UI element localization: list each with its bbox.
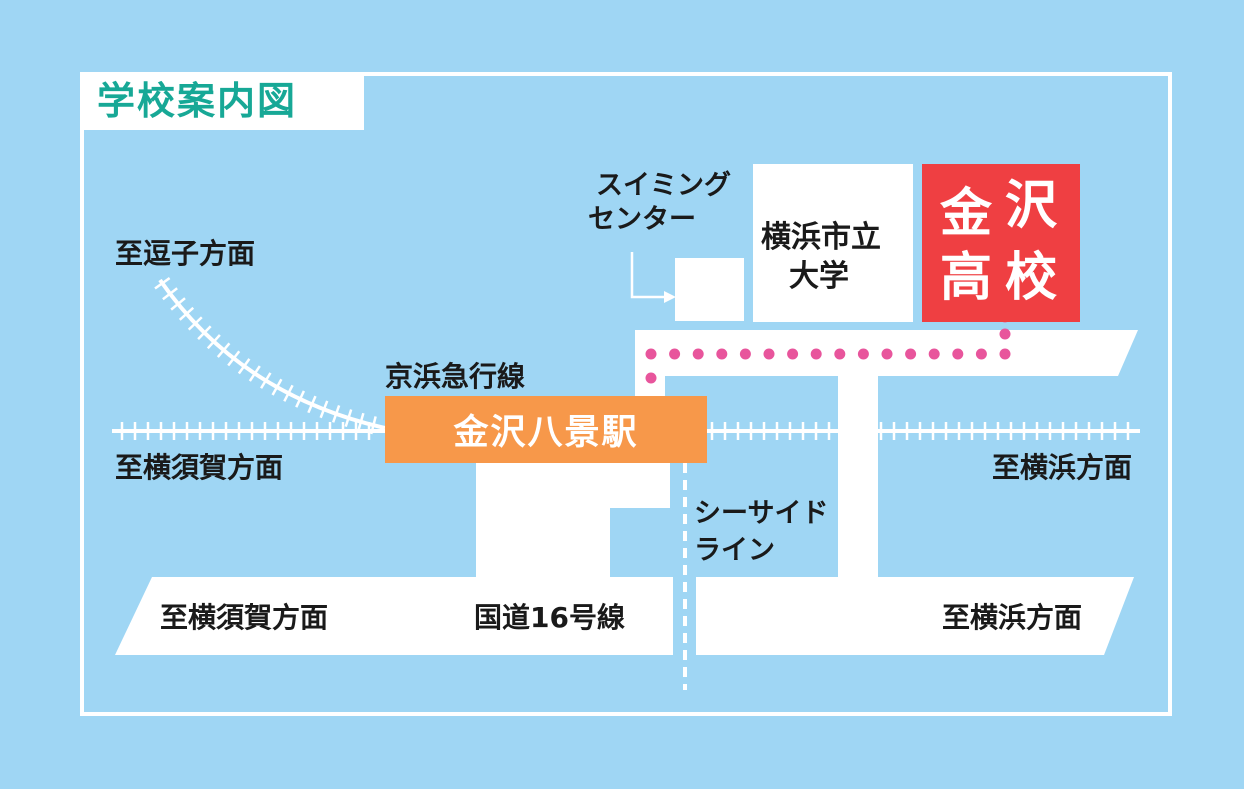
rail-tie xyxy=(370,416,377,435)
rail-tie xyxy=(178,306,195,321)
map-title: 学校案内図 xyxy=(97,79,298,123)
route-dot xyxy=(881,348,893,360)
school-name-char-2: 沢 xyxy=(1005,176,1058,236)
route-dot xyxy=(645,348,657,360)
rail-tie xyxy=(237,358,251,375)
rail-tie xyxy=(260,372,272,389)
swimming-center-label-line1: スイミング xyxy=(596,170,731,201)
route-dot xyxy=(834,348,846,360)
direction-yokosuka-rail-label: 至横須賀方面 xyxy=(115,451,284,484)
route16-road-left xyxy=(115,577,673,655)
kanazawa-hakkei-station-label: 金沢八景駅 xyxy=(453,413,639,453)
rail-tie xyxy=(307,395,317,414)
direction-yokosuka-road-label: 至横須賀方面 xyxy=(160,601,329,634)
keikyu-line-label: 京浜急行線 xyxy=(385,360,526,393)
route-dot xyxy=(999,348,1011,360)
route-dot xyxy=(975,348,987,360)
university-building xyxy=(753,164,913,322)
rail-tie xyxy=(295,390,306,408)
direction-yokohama-road-label: 至横浜方面 xyxy=(942,601,1083,634)
seaside-line-label-line1: シーサイド xyxy=(694,498,829,529)
school-name-char-3: 高 xyxy=(940,248,993,308)
map-frame xyxy=(80,72,1172,716)
swimming-center-building xyxy=(675,258,744,321)
rail-tie xyxy=(206,334,221,350)
route-dot xyxy=(857,348,869,360)
rail-tie xyxy=(227,350,241,367)
route-dot xyxy=(739,348,751,360)
rail-tie xyxy=(283,384,294,402)
rail-tie xyxy=(331,404,341,423)
walking-route-dots xyxy=(645,328,1011,384)
rail-tie xyxy=(187,316,203,331)
route-dot xyxy=(810,348,822,360)
rail-tie xyxy=(344,409,353,428)
direction-yokohama-rail-label: 至横浜方面 xyxy=(992,451,1133,484)
rail-tie xyxy=(216,342,231,358)
roads xyxy=(115,258,1138,655)
swimming-center-arrow xyxy=(630,252,676,303)
university-label-line2: 大学 xyxy=(789,259,849,294)
zushi-branch-railway xyxy=(154,277,386,435)
rail-tie xyxy=(271,378,283,396)
route-dot xyxy=(716,348,728,360)
swimming-center-label-line2: センター xyxy=(588,204,696,235)
rail-tie xyxy=(319,400,329,419)
vertical-connector-road xyxy=(838,370,878,577)
rail-tie xyxy=(357,412,365,431)
direction-zushi-label: 至逗子方面 xyxy=(115,237,256,270)
rail-tie xyxy=(248,365,261,382)
route16-label: 国道16号線 xyxy=(474,601,625,634)
station-box xyxy=(385,396,707,463)
station-south-plaza xyxy=(476,460,670,577)
route-dot xyxy=(952,348,964,360)
rail-tie xyxy=(170,297,186,311)
route-dot xyxy=(669,348,681,360)
route16-road-right xyxy=(696,577,1134,655)
title-box xyxy=(82,72,364,130)
university-label-line1: 横浜市立 xyxy=(761,220,881,255)
route-dot xyxy=(692,348,704,360)
rail-tie xyxy=(162,287,178,301)
school-name-char-1: 金 xyxy=(940,184,993,244)
kanazawa-high-school-building xyxy=(922,164,1080,322)
route-dot xyxy=(905,348,917,360)
route-dot xyxy=(928,348,940,360)
seaside-line-label-line2: ライン xyxy=(694,535,775,566)
route-dot xyxy=(999,328,1011,340)
rail-tie xyxy=(197,325,212,341)
rail-tie xyxy=(154,277,171,290)
route-dot xyxy=(763,348,775,360)
route-dot xyxy=(645,372,657,384)
school-name-char-4: 校 xyxy=(1005,248,1058,308)
route-dot xyxy=(787,348,799,360)
